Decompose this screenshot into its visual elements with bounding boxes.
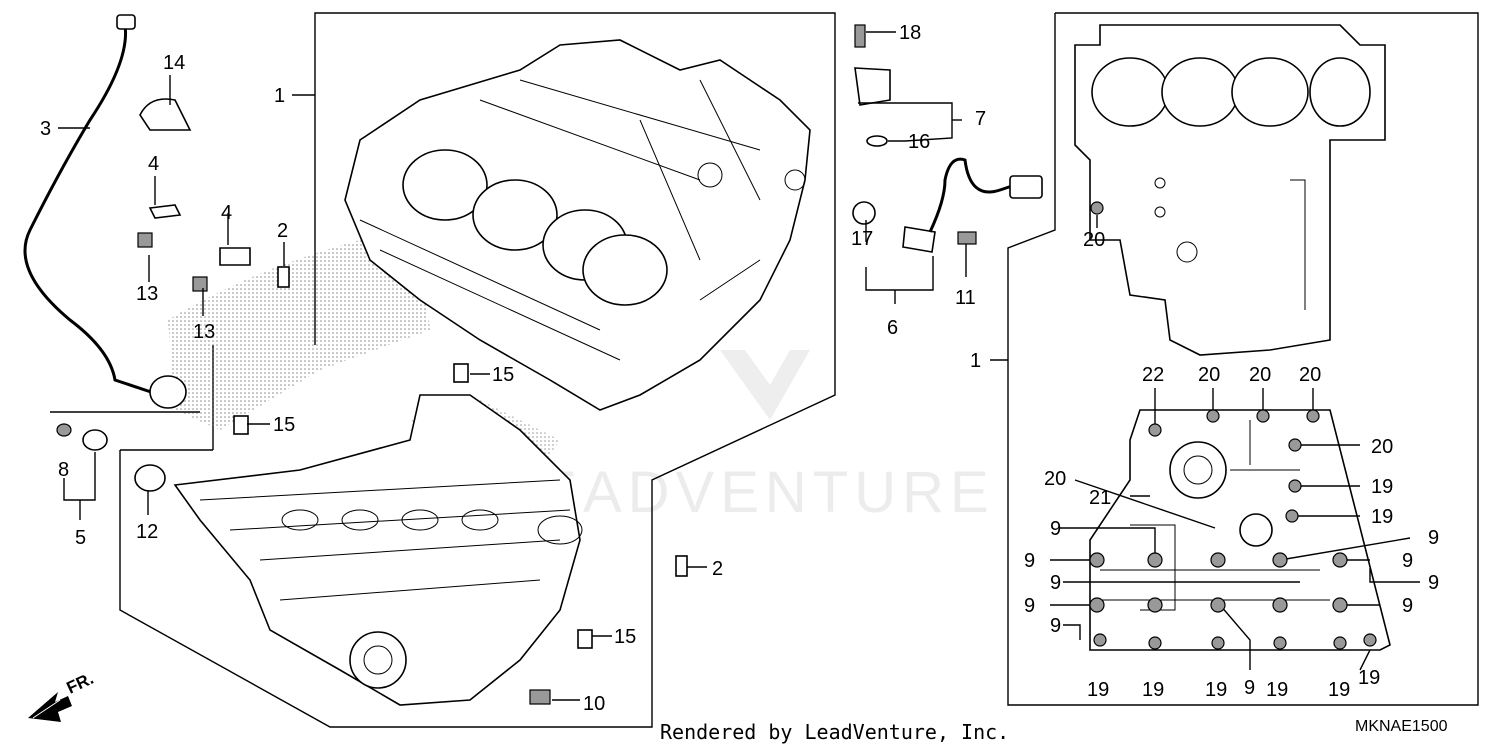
callout-19: 19 bbox=[1358, 667, 1380, 689]
callout-19: 19 bbox=[1087, 679, 1109, 701]
callout-12: 12 bbox=[136, 521, 158, 543]
watermark: LEADVENTURE bbox=[500, 350, 995, 525]
callout-2: 2 bbox=[712, 558, 723, 580]
callout-10: 10 bbox=[583, 693, 605, 715]
callout-9: 9 bbox=[1024, 595, 1035, 617]
callout-19: 19 bbox=[1142, 679, 1164, 701]
callout-19: 19 bbox=[1266, 679, 1288, 701]
callout-1: 1 bbox=[970, 350, 981, 372]
callout-4: 4 bbox=[148, 153, 159, 175]
callout-9: 9 bbox=[1402, 595, 1413, 617]
callout-22: 22 bbox=[1142, 364, 1164, 386]
callout-19: 19 bbox=[1371, 506, 1393, 528]
callout-20: 20 bbox=[1371, 436, 1393, 458]
upper-crankcase bbox=[344, 39, 811, 411]
callout-13: 13 bbox=[193, 321, 215, 343]
callout-9: 9 bbox=[1050, 615, 1061, 637]
callout-5: 5 bbox=[75, 527, 86, 549]
callout-15: 15 bbox=[492, 364, 514, 386]
crankcase-bottom-view bbox=[1089, 409, 1391, 651]
callout-3: 3 bbox=[40, 118, 51, 140]
callout-4: 4 bbox=[221, 202, 232, 224]
callout-9: 9 bbox=[1024, 550, 1035, 572]
footer-credit: Rendered by LeadVenture, Inc. bbox=[660, 720, 1009, 744]
sensor-wire-harness bbox=[23, 14, 187, 409]
callout-20: 20 bbox=[1044, 468, 1066, 490]
callout-20: 20 bbox=[1249, 364, 1271, 386]
small-parts bbox=[56, 204, 688, 705]
wire-clamp bbox=[139, 98, 192, 131]
watermark-text: LEADVENTURE bbox=[500, 460, 995, 525]
direction-label: FR. bbox=[64, 669, 97, 698]
callout-19: 19 bbox=[1371, 476, 1393, 498]
bolt-heads bbox=[1089, 201, 1377, 650]
callout-9: 9 bbox=[1428, 527, 1439, 549]
sensor-parts bbox=[852, 24, 1043, 253]
callout-8: 8 bbox=[58, 459, 69, 481]
callout-18: 18 bbox=[899, 22, 921, 44]
crankcase-top-view bbox=[1074, 24, 1386, 356]
callout-9: 9 bbox=[1050, 572, 1061, 594]
lower-crankcase bbox=[173, 394, 583, 706]
callout-2: 2 bbox=[277, 220, 288, 242]
callout-6: 6 bbox=[887, 317, 898, 339]
callout-11: 11 bbox=[955, 287, 976, 309]
callout-16: 16 bbox=[908, 131, 930, 153]
callout-17: 17 bbox=[851, 228, 873, 250]
callout-15: 15 bbox=[273, 414, 295, 436]
callout-9: 9 bbox=[1050, 518, 1061, 540]
callout-20: 20 bbox=[1299, 364, 1321, 386]
leader-lines bbox=[58, 31, 1420, 701]
front-direction-arrow: FR. bbox=[28, 669, 97, 722]
callout-9: 9 bbox=[1428, 572, 1439, 594]
callout-15: 15 bbox=[614, 626, 636, 648]
callout-9: 9 bbox=[1244, 677, 1255, 699]
callout-19: 19 bbox=[1205, 679, 1227, 701]
callout-14: 14 bbox=[163, 52, 185, 74]
callout-20: 20 bbox=[1083, 229, 1105, 251]
callout-20: 20 bbox=[1198, 364, 1220, 386]
callout-7: 7 bbox=[975, 108, 986, 130]
callout-1: 1 bbox=[274, 85, 285, 107]
callout-21: 21 bbox=[1089, 487, 1111, 509]
callout-19: 19 bbox=[1328, 679, 1350, 701]
diagram-code: MKNAE1500 bbox=[1355, 718, 1448, 735]
callouts: 1 1 2 2 3 4 4 5 6 7 8 9 9 9 9 9 9 9 9 9 … bbox=[40, 22, 1439, 715]
callout-9: 9 bbox=[1402, 550, 1413, 572]
callout-13: 13 bbox=[136, 283, 158, 305]
